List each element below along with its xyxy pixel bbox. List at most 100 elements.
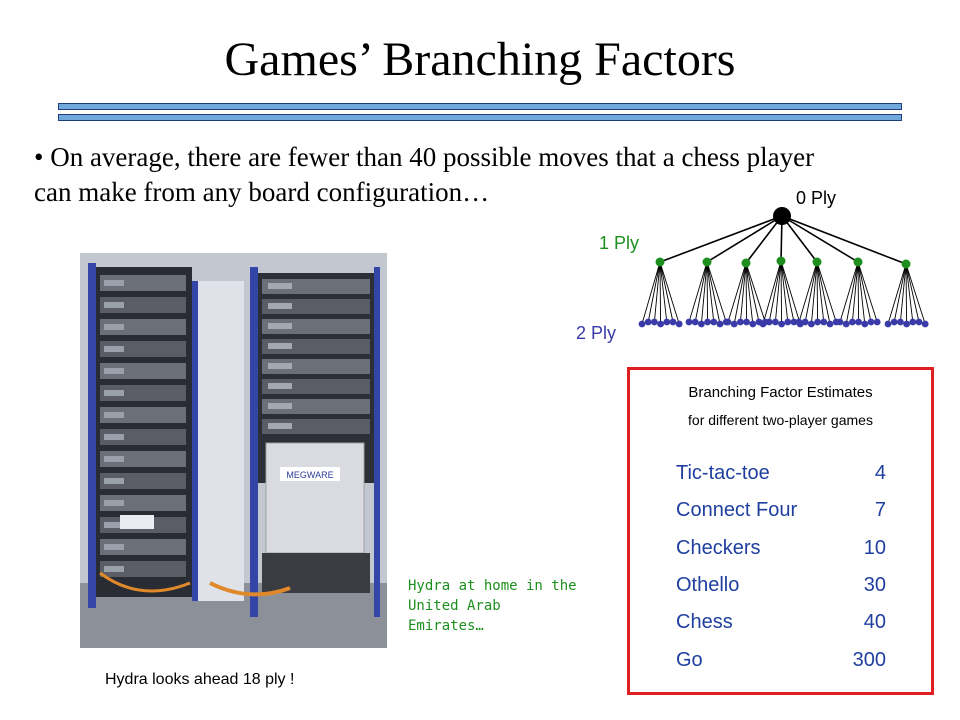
tree-leaf-node xyxy=(778,320,785,328)
tree-edge xyxy=(659,261,674,323)
tree-nodes-level2 xyxy=(638,318,929,328)
table-row: Connect Four 7 xyxy=(676,499,886,525)
tree-edge xyxy=(804,261,818,323)
tree-edge xyxy=(905,263,926,325)
tree-leaf-node xyxy=(772,318,779,326)
tree-edge xyxy=(653,261,661,323)
rack-unit-detail xyxy=(268,303,292,309)
rack-unit xyxy=(262,279,370,294)
tree-leaf-node xyxy=(921,320,929,328)
tree-edge xyxy=(745,262,760,323)
rack-unit-detail xyxy=(268,283,292,289)
tree-edge xyxy=(893,263,907,323)
tree-edge xyxy=(706,261,727,323)
tree-edge xyxy=(905,263,920,323)
rack-unit xyxy=(100,561,186,577)
rack-unit xyxy=(262,419,370,434)
branching-value: 7 xyxy=(874,499,886,521)
tree-leaf-node xyxy=(842,320,850,328)
rack-badge-label: MEGWARE xyxy=(286,470,333,480)
rack-unit-detail xyxy=(104,324,124,330)
tree-edge xyxy=(641,261,661,325)
rack-unit-detail xyxy=(104,500,124,506)
tree-edge xyxy=(839,261,859,323)
branching-value: 30 xyxy=(863,574,886,596)
tree-leaf-node xyxy=(784,318,792,326)
tree-edge xyxy=(899,263,907,323)
tree-leaf-node xyxy=(826,320,834,328)
tree-edge xyxy=(845,261,859,325)
game-name: Othello xyxy=(676,574,740,596)
tree-edge xyxy=(706,261,721,325)
ply-2-label: 2 Ply xyxy=(576,323,617,343)
table-row: Checkers 10 xyxy=(676,537,886,563)
rack-unit-detail xyxy=(104,368,124,374)
tree-leaf-node xyxy=(814,318,821,326)
tree-edge xyxy=(857,261,872,323)
branching-value: 10 xyxy=(863,537,886,559)
tree-edge xyxy=(694,261,708,323)
tree-edge xyxy=(659,261,662,325)
tree-leaf-node xyxy=(861,320,869,328)
tree-leaf-node xyxy=(915,318,923,326)
rack-unit-detail xyxy=(104,478,124,484)
tree-leaf-node xyxy=(669,318,677,326)
hydra-photo: MEGWARE xyxy=(80,253,387,648)
table-row: Go 300 xyxy=(676,649,886,675)
tree-leaf-node xyxy=(897,318,904,326)
tree-edge xyxy=(706,261,715,323)
tree-leaf-node xyxy=(909,318,917,326)
tree-leaf-node xyxy=(801,318,809,326)
tree-ply1-node xyxy=(901,259,911,269)
tree-leaf-node xyxy=(884,320,892,328)
tree-ply1-node xyxy=(655,257,665,267)
table-title: Branching Factor Estimates xyxy=(688,384,873,401)
rack-unit xyxy=(100,363,186,379)
rack-unit-detail xyxy=(104,412,124,418)
tree-leaf-node xyxy=(638,320,646,328)
rack-unit xyxy=(262,319,370,334)
tree-leaf-node xyxy=(657,320,664,328)
tree-leaf-node xyxy=(675,320,683,328)
rack-unit xyxy=(100,539,186,555)
tree-edge xyxy=(745,262,748,323)
tree-edges-level1 xyxy=(659,215,907,265)
tree-edge xyxy=(745,262,754,325)
tree-ply1-node xyxy=(776,256,786,266)
tree-edge xyxy=(905,263,914,323)
ply-0-label: 0 Ply xyxy=(796,188,837,208)
game-name: Go xyxy=(676,649,703,671)
tree-leaf-node xyxy=(890,318,898,326)
title-rule-top xyxy=(58,103,902,110)
tree-leaf-node xyxy=(724,318,732,326)
tree-edge xyxy=(857,261,860,323)
tree-edge xyxy=(857,261,866,325)
tree-edge xyxy=(659,261,668,323)
rack-unit-detail xyxy=(104,544,124,550)
tree-edge xyxy=(780,260,783,325)
tree-edge xyxy=(700,261,708,325)
branching-value: 40 xyxy=(863,611,886,633)
tree-edge xyxy=(816,261,819,323)
tree-edge xyxy=(851,261,859,323)
rack-unit-detail xyxy=(104,390,124,396)
tree-leaf-node xyxy=(855,318,862,326)
tree-edge xyxy=(781,215,818,263)
tree-edge xyxy=(781,215,859,263)
rack-unit xyxy=(262,299,370,314)
tree-edge xyxy=(781,215,907,265)
rack-unit-detail xyxy=(104,566,124,572)
tree-leaf-node xyxy=(663,318,671,326)
tree-edge xyxy=(887,263,907,325)
tree-ply1-node xyxy=(741,258,751,268)
branching-value: 4 xyxy=(874,462,886,484)
rack-unit xyxy=(100,275,186,291)
rack-unit xyxy=(100,297,186,313)
rack-unit xyxy=(100,429,186,445)
rack-unit-detail xyxy=(104,456,124,462)
rack-unit xyxy=(100,451,186,467)
ply-1-label: 1 Ply xyxy=(599,233,640,253)
tree-edge xyxy=(762,260,782,325)
rack-unit-detail xyxy=(104,434,124,440)
rack-unit xyxy=(262,359,370,374)
